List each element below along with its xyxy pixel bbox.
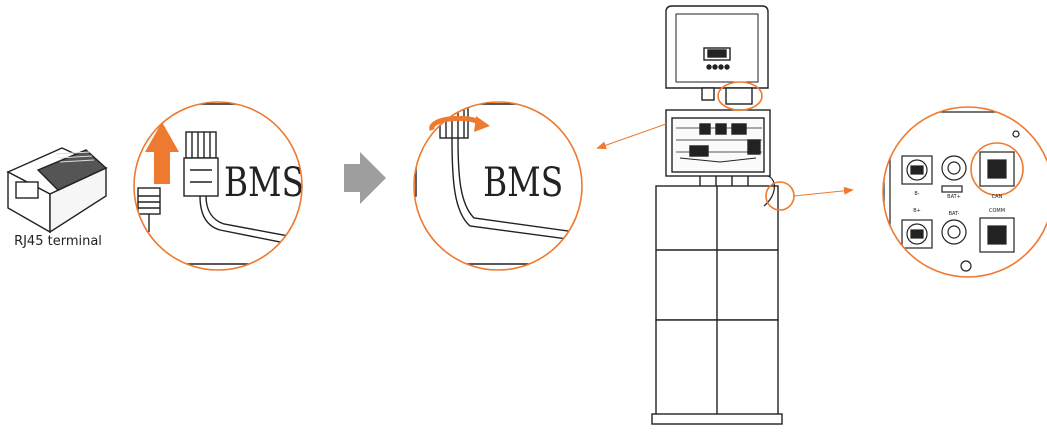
bms-label-step2: BMS	[483, 159, 563, 206]
b-plus-label: B+	[913, 208, 921, 214]
bat-minus-label: BAT-	[949, 211, 960, 217]
battery-port-detail-panel: CAN COMM BAT+ BAT- B+ B-	[882, 106, 1047, 278]
callout-arrow-to-step2	[596, 123, 667, 150]
b-minus-label: B-	[914, 191, 919, 197]
can-port-highlight	[970, 142, 1024, 196]
rj45-terminal-icon	[6, 147, 108, 234]
rj45-terminal-caption: RJ45 terminal	[14, 234, 102, 249]
inverter-port-highlight	[717, 81, 763, 111]
step2-zoom-panel: BMS	[413, 101, 583, 271]
callout-arrow-to-detail	[793, 186, 854, 197]
step1-zoom-panel: BMS	[133, 101, 304, 271]
comm-label: COMM	[989, 208, 1005, 214]
bat-plus-label: BAT+	[947, 194, 961, 200]
inverter-battery-tower	[651, 5, 783, 425]
can-label: CAN	[992, 194, 1003, 200]
next-step-arrow-icon	[344, 152, 386, 204]
bms-label-step1: BMS	[224, 159, 304, 206]
